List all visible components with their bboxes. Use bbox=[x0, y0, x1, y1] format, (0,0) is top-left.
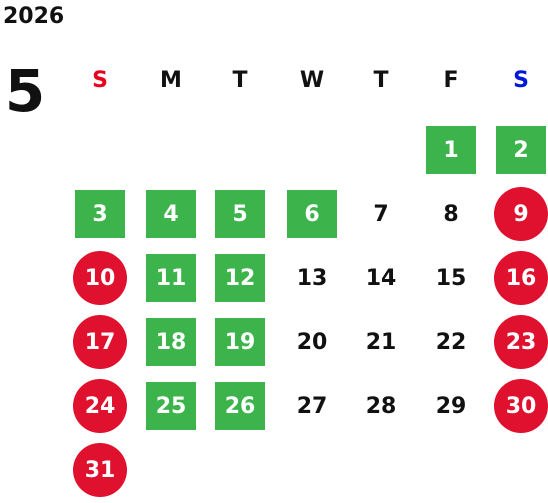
day-cell-5[interactable]: 5 bbox=[206, 182, 274, 246]
day-number: 15 bbox=[435, 265, 467, 291]
day-cell-4[interactable]: 4 bbox=[137, 182, 205, 246]
highlight-square bbox=[496, 126, 546, 174]
month-number: 5 bbox=[4, 57, 46, 125]
weekday-header-2: T bbox=[232, 67, 248, 93]
day-number: 11 bbox=[155, 265, 187, 291]
holiday-circle bbox=[73, 443, 127, 497]
day-cell-23[interactable]: 23 bbox=[487, 310, 548, 374]
holiday-circle bbox=[494, 251, 548, 305]
highlight-square bbox=[426, 126, 476, 174]
day-number: 5 bbox=[232, 201, 248, 227]
day-number: 25 bbox=[155, 393, 187, 419]
day-number: 3 bbox=[92, 201, 108, 227]
day-cell-24[interactable]: 24 bbox=[66, 374, 134, 438]
day-number: 23 bbox=[505, 329, 537, 355]
day-number: 17 bbox=[84, 329, 116, 355]
day-number: 24 bbox=[84, 393, 116, 419]
day-number: 31 bbox=[84, 457, 116, 483]
highlight-square bbox=[215, 190, 265, 238]
day-cell-22[interactable]: 22 bbox=[417, 310, 485, 374]
highlight-square bbox=[215, 382, 265, 430]
highlight-square bbox=[146, 254, 196, 302]
day-number: 28 bbox=[365, 393, 397, 419]
holiday-circle bbox=[494, 315, 548, 369]
day-cell-7[interactable]: 7 bbox=[347, 182, 415, 246]
day-cell-31[interactable]: 31 bbox=[66, 438, 134, 502]
day-cell-26[interactable]: 26 bbox=[206, 374, 274, 438]
day-number: 2 bbox=[513, 137, 529, 163]
day-number: 27 bbox=[296, 393, 328, 419]
day-cell-12[interactable]: 12 bbox=[206, 246, 274, 310]
highlight-square bbox=[75, 190, 125, 238]
day-number: 9 bbox=[513, 201, 529, 227]
day-cell-27[interactable]: 27 bbox=[278, 374, 346, 438]
year-label: 2026 bbox=[3, 4, 65, 29]
day-number: 20 bbox=[296, 329, 328, 355]
day-number: 14 bbox=[365, 265, 397, 291]
highlight-square bbox=[146, 318, 196, 366]
weekday-header-6: S bbox=[513, 67, 529, 93]
day-cell-21[interactable]: 21 bbox=[347, 310, 415, 374]
day-cell-10[interactable]: 10 bbox=[66, 246, 134, 310]
day-number: 19 bbox=[224, 329, 256, 355]
day-cell-3[interactable]: 3 bbox=[66, 182, 134, 246]
day-cell-16[interactable]: 16 bbox=[487, 246, 548, 310]
day-cell-1[interactable]: 1 bbox=[417, 118, 485, 182]
holiday-circle bbox=[73, 251, 127, 305]
day-number: 8 bbox=[443, 201, 459, 227]
highlight-square bbox=[215, 318, 265, 366]
day-number: 7 bbox=[373, 201, 389, 227]
day-cell-20[interactable]: 20 bbox=[278, 310, 346, 374]
day-cell-29[interactable]: 29 bbox=[417, 374, 485, 438]
holiday-circle bbox=[494, 187, 548, 241]
day-number: 6 bbox=[304, 201, 320, 227]
day-number: 1 bbox=[443, 137, 459, 163]
weekday-header-1: M bbox=[160, 67, 182, 93]
day-number: 13 bbox=[296, 265, 328, 291]
day-number: 10 bbox=[84, 265, 116, 291]
day-cell-15[interactable]: 15 bbox=[417, 246, 485, 310]
day-cell-25[interactable]: 25 bbox=[137, 374, 205, 438]
holiday-circle bbox=[494, 379, 548, 433]
day-cell-8[interactable]: 8 bbox=[417, 182, 485, 246]
highlight-square bbox=[215, 254, 265, 302]
day-cell-30[interactable]: 30 bbox=[487, 374, 548, 438]
day-cell-19[interactable]: 19 bbox=[206, 310, 274, 374]
weekday-header-3: W bbox=[299, 67, 325, 93]
day-number: 18 bbox=[155, 329, 187, 355]
day-cell-6[interactable]: 6 bbox=[278, 182, 346, 246]
day-number: 21 bbox=[365, 329, 397, 355]
weekday-header-0: S bbox=[92, 67, 108, 93]
day-number: 26 bbox=[224, 393, 256, 419]
highlight-square bbox=[146, 190, 196, 238]
day-number: 30 bbox=[505, 393, 537, 419]
day-number: 29 bbox=[435, 393, 467, 419]
day-number: 12 bbox=[224, 265, 256, 291]
day-number: 16 bbox=[505, 265, 537, 291]
weekday-header-5: F bbox=[443, 67, 459, 93]
day-cell-9[interactable]: 9 bbox=[487, 182, 548, 246]
highlight-square bbox=[146, 382, 196, 430]
holiday-circle bbox=[73, 315, 127, 369]
day-cell-13[interactable]: 13 bbox=[278, 246, 346, 310]
day-number: 22 bbox=[435, 329, 467, 355]
day-cell-11[interactable]: 11 bbox=[137, 246, 205, 310]
highlight-square bbox=[287, 190, 337, 238]
holiday-circle bbox=[73, 379, 127, 433]
day-cell-2[interactable]: 2 bbox=[487, 118, 548, 182]
day-cell-28[interactable]: 28 bbox=[347, 374, 415, 438]
day-number: 4 bbox=[163, 201, 179, 227]
day-cell-17[interactable]: 17 bbox=[66, 310, 134, 374]
weekday-header-4: T bbox=[373, 67, 389, 93]
day-cell-14[interactable]: 14 bbox=[347, 246, 415, 310]
day-cell-18[interactable]: 18 bbox=[137, 310, 205, 374]
